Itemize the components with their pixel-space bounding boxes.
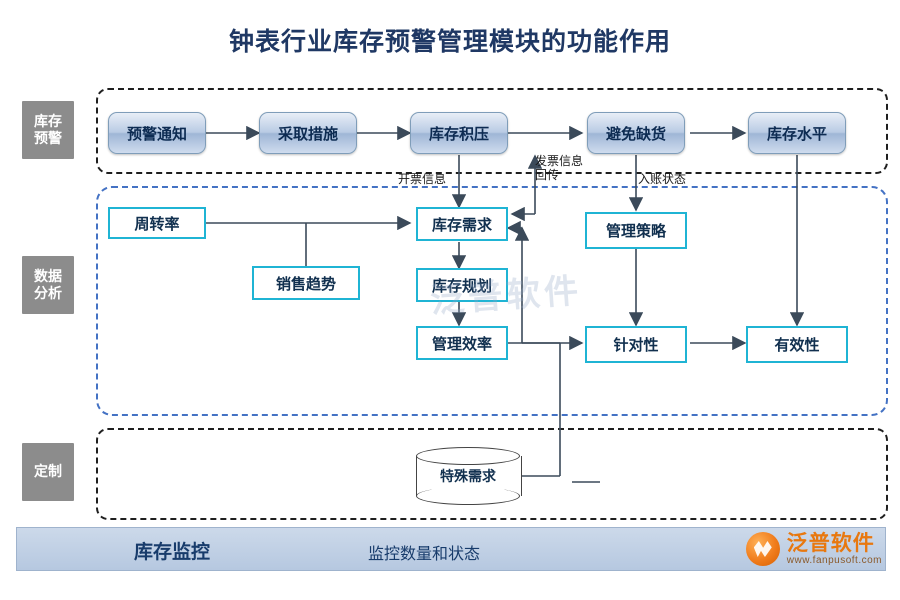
- band-label-data-analysis-text: 数据分析: [34, 267, 62, 302]
- node-alert-notification[interactable]: 预警通知: [108, 112, 206, 154]
- logo-mark-icon: [745, 532, 780, 566]
- node-take-measures[interactable]: 采取措施: [259, 112, 357, 154]
- edge-label-entry-status: 入账状态: [638, 172, 687, 186]
- node-inventory-demand-label: 库存需求: [431, 216, 492, 234]
- section-frame-inventory-alert: [96, 88, 888, 174]
- database-bottom-ellipse: [416, 487, 520, 505]
- node-inventory-backlog[interactable]: 库存积压: [410, 112, 508, 154]
- node-targeting-label: 针对性: [613, 337, 659, 354]
- node-effectiveness[interactable]: 有效性: [746, 326, 848, 363]
- edge-label-invoice-issue: 开票信息: [397, 172, 446, 186]
- node-turnover-rate[interactable]: 周转率: [108, 207, 206, 239]
- node-turnover-rate-label: 周转率: [134, 215, 180, 233]
- brand-logo: 泛普软件 www.fanpusoft.com: [745, 532, 882, 566]
- footer-bar: [16, 527, 886, 571]
- database-label: 特殊需求: [440, 468, 496, 484]
- node-management-strategy[interactable]: 管理策略: [585, 212, 687, 249]
- node-inventory-planning[interactable]: 库存规划: [416, 268, 508, 302]
- logo-text-cn: 泛普软件: [786, 531, 875, 555]
- database-special-requirements[interactable]: 特殊需求: [416, 447, 522, 505]
- band-label-data-analysis: 数据分析: [22, 256, 74, 314]
- footer-title: 库存监控: [134, 542, 211, 563]
- node-alert-notification-label: 预警通知: [126, 125, 187, 143]
- edge-label-invoice-return: 发票信息 回传: [535, 154, 584, 182]
- node-inventory-demand[interactable]: 库存需求: [416, 207, 508, 241]
- logo-text: 泛普软件 www.fanpusoft.com: [787, 533, 882, 566]
- node-avoid-stockout-label: 避免缺货: [605, 125, 666, 143]
- node-effectiveness-label: 有效性: [774, 337, 820, 354]
- node-inventory-level[interactable]: 库存水平: [748, 112, 846, 154]
- band-label-inventory-alert-text: 库存预警: [34, 112, 62, 147]
- page-title: 钟表行业库存预警管理模块的功能作用: [228, 28, 671, 56]
- node-inventory-level-label: 库存水平: [766, 125, 827, 143]
- node-inventory-planning-label: 库存规划: [431, 277, 492, 295]
- node-management-strategy-label: 管理策略: [605, 223, 666, 240]
- band-label-inventory-alert: 库存预警: [22, 101, 74, 159]
- node-take-measures-label: 采取措施: [277, 125, 338, 143]
- band-label-custom-text: 定制: [34, 463, 62, 480]
- section-frame-data-analysis: [96, 186, 888, 416]
- database-top-ellipse: [416, 447, 520, 465]
- node-sales-trend[interactable]: 销售趋势: [252, 266, 360, 300]
- section-frame-custom: [96, 428, 888, 520]
- logo-text-en: www.fanpusoft.com: [786, 554, 882, 566]
- footer-subtitle: 监控数量和状态: [368, 546, 481, 563]
- node-sales-trend-label: 销售趋势: [275, 275, 336, 293]
- node-management-efficiency[interactable]: 管理效率: [416, 326, 508, 360]
- node-management-efficiency-label: 管理效率: [431, 335, 492, 353]
- band-label-custom: 定制: [22, 443, 74, 501]
- node-inventory-backlog-label: 库存积压: [428, 125, 489, 143]
- node-avoid-stockout[interactable]: 避免缺货: [587, 112, 685, 154]
- node-targeting[interactable]: 针对性: [585, 326, 687, 363]
